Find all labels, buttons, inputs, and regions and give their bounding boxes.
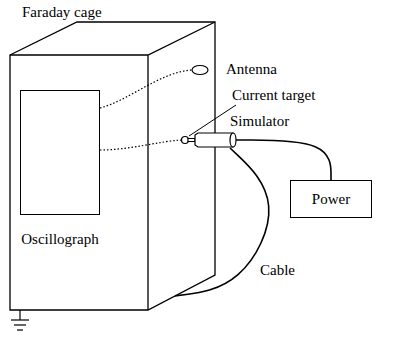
cable	[175, 148, 269, 296]
signal-wire	[100, 70, 192, 108]
power-lead	[236, 140, 331, 180]
heading-label: Faraday cage	[22, 4, 102, 21]
simulator-body	[195, 133, 233, 147]
discharge-tip	[188, 139, 195, 142]
ground-symbol	[14, 324, 26, 325]
ground-symbol	[17, 329, 23, 330]
current-target-symbol	[182, 137, 189, 144]
cage-outline	[10, 22, 215, 310]
cable-label: Cable	[258, 262, 297, 279]
node-label: Oscillograph	[21, 231, 98, 248]
part-label: Current target	[232, 87, 315, 104]
power-box: Power	[290, 180, 372, 218]
simulator-body	[188, 132, 236, 148]
ground-symbol	[19, 310, 20, 320]
signal-wire	[100, 140, 182, 150]
antenna-symbol	[192, 66, 208, 75]
cage-edge	[10, 22, 215, 310]
faraday-cage: Faraday cageOscillograph	[10, 22, 215, 310]
simulator-end	[230, 133, 236, 147]
leader-line	[189, 105, 236, 136]
part-label: Current target	[232, 87, 315, 104]
heading-label: Simulator	[230, 113, 289, 130]
edge-label: Cable	[258, 262, 297, 279]
node-label: Power	[312, 191, 350, 208]
oscilloscope-screen	[20, 90, 100, 215]
part-label: Antenna	[226, 61, 277, 78]
ground-symbol	[11, 319, 29, 320]
oscillograph-box: Oscillograph	[14, 90, 106, 248]
simulator-symbol: Simulator	[188, 132, 236, 148]
part-label: Antenna	[226, 61, 277, 78]
